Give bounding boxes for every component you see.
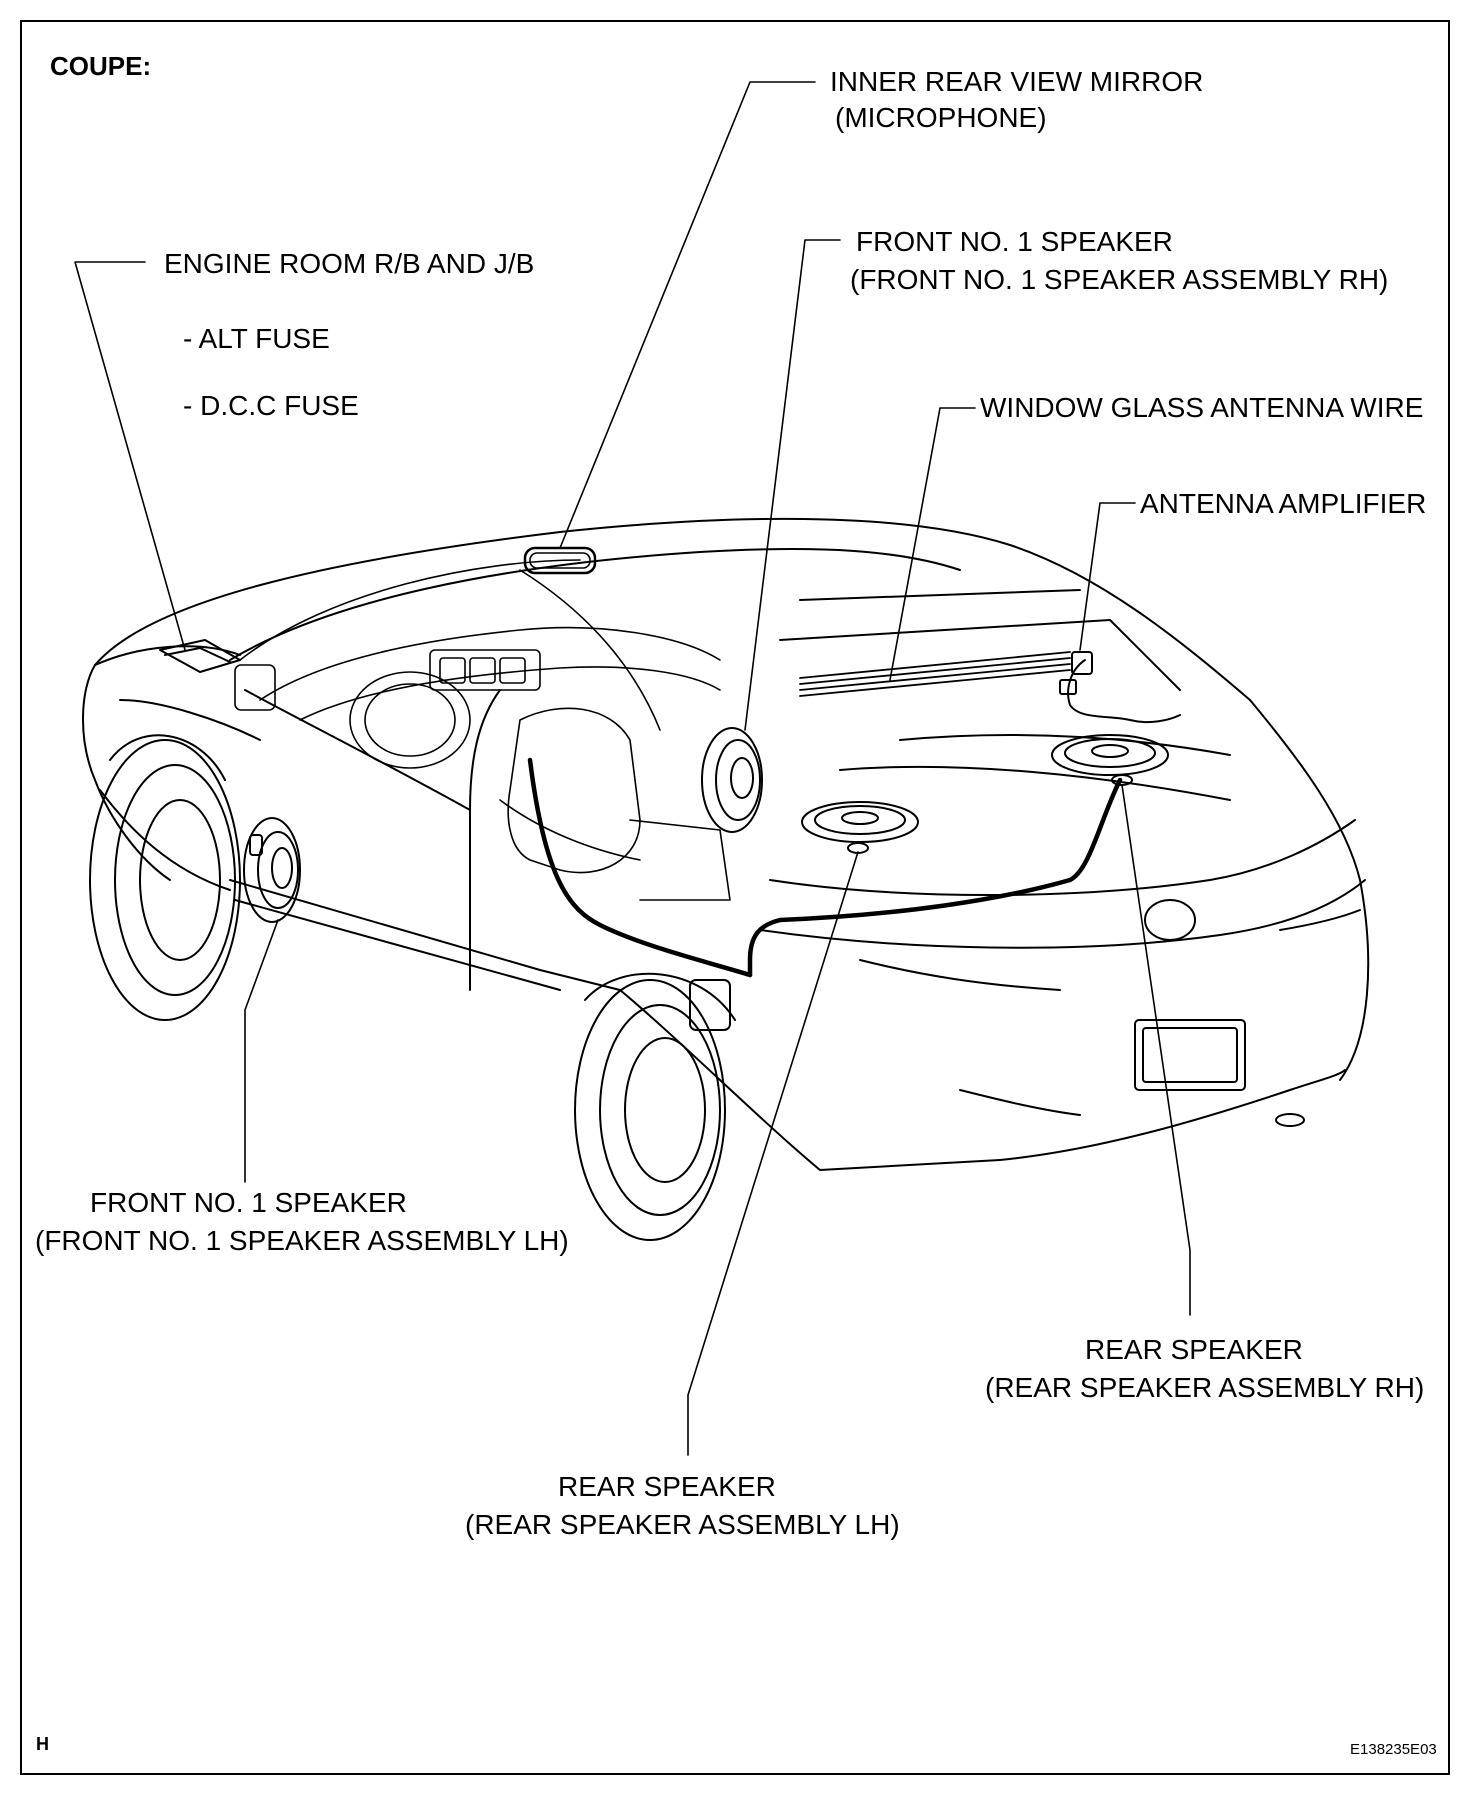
- front-speaker-rh-drawing: [701, 727, 763, 833]
- label-rear-speaker-lh-line2: (REAR SPEAKER ASSEMBLY LH): [465, 1509, 900, 1540]
- engine-room-block: [159, 639, 241, 673]
- front-speaker-lh-drawing: [243, 817, 301, 923]
- interior: [234, 546, 731, 901]
- front-wheel: [89, 734, 241, 1021]
- wire-harness: [527, 757, 1123, 978]
- label-front-speaker-lh-line2: (FRONT NO. 1 SPEAKER ASSEMBLY LH): [35, 1225, 569, 1256]
- label-dcc-fuse: - D.C.C FUSE: [183, 390, 359, 421]
- rear-speaker-lh-drawing: [801, 801, 919, 854]
- leader-lines: [74, 81, 1191, 1456]
- antenna-wire-drawing: [799, 651, 1071, 697]
- label-inner-mirror-line2: (MICROPHONE): [835, 102, 1047, 133]
- figure-code: E138235E03: [1350, 1741, 1437, 1758]
- label-antenna-amplifier: ANTENNA AMPLIFIER: [1140, 488, 1427, 519]
- label-engine-room: ENGINE ROOM R/B AND J/B: [164, 248, 535, 279]
- diagram-frame: [20, 20, 1450, 1775]
- label-front-speaker-rh-line1: FRONT NO. 1 SPEAKER: [856, 226, 1173, 257]
- antenna-amplifier-drawing: [1059, 651, 1181, 724]
- label-antenna-wire: WINDOW GLASS ANTENNA WIRE: [980, 392, 1424, 423]
- rear-speaker-rh-drawing: [1051, 734, 1169, 786]
- label-rear-speaker-rh-line1: REAR SPEAKER: [1085, 1334, 1303, 1365]
- label-inner-mirror-line1: INNER REAR VIEW MIRROR: [830, 66, 1204, 97]
- label-alt-fuse: - ALT FUSE: [183, 323, 330, 354]
- label-front-speaker-lh-line1: FRONT NO. 1 SPEAKER: [90, 1187, 407, 1218]
- car-body: [82, 517, 1370, 1171]
- footer-left-mark: H: [36, 1734, 49, 1754]
- label-rear-speaker-rh-line2: (REAR SPEAKER ASSEMBLY RH): [985, 1372, 1425, 1403]
- rear-wheel: [574, 972, 736, 1241]
- diagram-heading: COUPE:: [50, 51, 152, 81]
- label-front-speaker-rh-line2: (FRONT NO. 1 SPEAKER ASSEMBLY RH): [850, 264, 1389, 295]
- label-rear-speaker-lh-line1: REAR SPEAKER: [558, 1471, 776, 1502]
